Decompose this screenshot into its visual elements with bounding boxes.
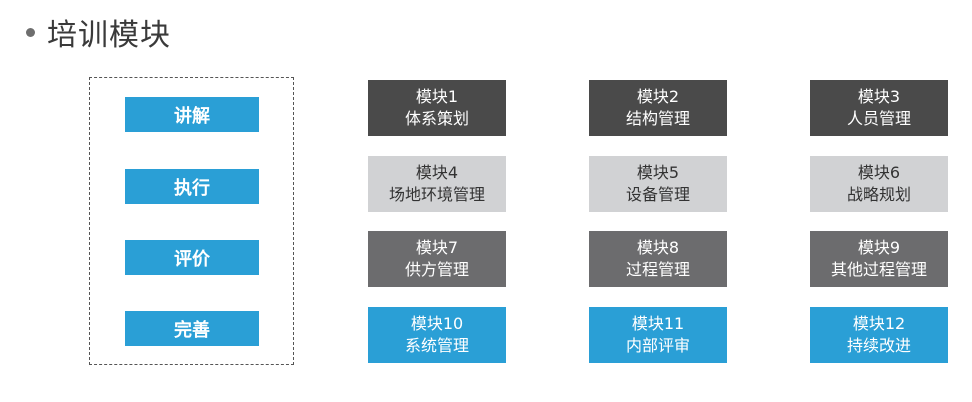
- module-card: 模块6 战略规划: [810, 156, 948, 212]
- module-desc: 设备管理: [625, 185, 690, 204]
- bullet-icon: [26, 27, 35, 37]
- module-desc: 战略规划: [846, 185, 911, 204]
- module-name: 模块12: [852, 314, 906, 333]
- module-card: 模块9 其他过程管理: [810, 231, 948, 287]
- module-name: 模块8: [636, 238, 680, 257]
- module-card: 模块7 供方管理: [368, 231, 506, 287]
- module-name: 模块11: [631, 314, 685, 333]
- module-desc: 供方管理: [404, 260, 469, 279]
- module-card: 模块10 系统管理: [368, 307, 506, 363]
- module-name: 模块9: [857, 238, 901, 257]
- module-desc: 人员管理: [846, 109, 911, 128]
- module-card: 模块1 体系策划: [368, 80, 506, 136]
- module-name: 模块3: [857, 87, 901, 106]
- module-card: 模块8 过程管理: [589, 231, 727, 287]
- module-name: 模块2: [636, 87, 680, 106]
- module-name: 模块5: [636, 163, 680, 182]
- module-desc: 持续改进: [846, 336, 911, 355]
- module-desc: 系统管理: [404, 336, 469, 355]
- module-name: 模块1: [415, 87, 459, 106]
- title-row: 培训模块: [26, 10, 171, 54]
- phase-explain: 讲解: [125, 97, 259, 132]
- module-desc: 过程管理: [625, 260, 690, 279]
- phase-evaluate: 评价: [125, 240, 259, 275]
- module-name: 模块7: [415, 238, 459, 257]
- module-name: 模块6: [857, 163, 901, 182]
- module-card: 模块11 内部评审: [589, 307, 727, 363]
- page-title: 培训模块: [47, 18, 171, 53]
- module-card: 模块5 设备管理: [589, 156, 727, 212]
- module-name: 模块10: [410, 314, 464, 333]
- module-card: 模块12 持续改进: [810, 307, 948, 363]
- module-desc: 结构管理: [625, 109, 690, 128]
- module-name: 模块4: [415, 163, 459, 182]
- module-card: 模块3 人员管理: [810, 80, 948, 136]
- module-desc: 内部评审: [625, 336, 690, 355]
- module-desc: 场地环境管理: [388, 185, 485, 204]
- module-card: 模块4 场地环境管理: [368, 156, 506, 212]
- module-desc: 体系策划: [404, 109, 469, 128]
- module-desc: 其他过程管理: [830, 260, 927, 279]
- phase-group-frame: [89, 77, 294, 365]
- module-card: 模块2 结构管理: [589, 80, 727, 136]
- phase-improve: 完善: [125, 311, 259, 346]
- phase-execute: 执行: [125, 169, 259, 204]
